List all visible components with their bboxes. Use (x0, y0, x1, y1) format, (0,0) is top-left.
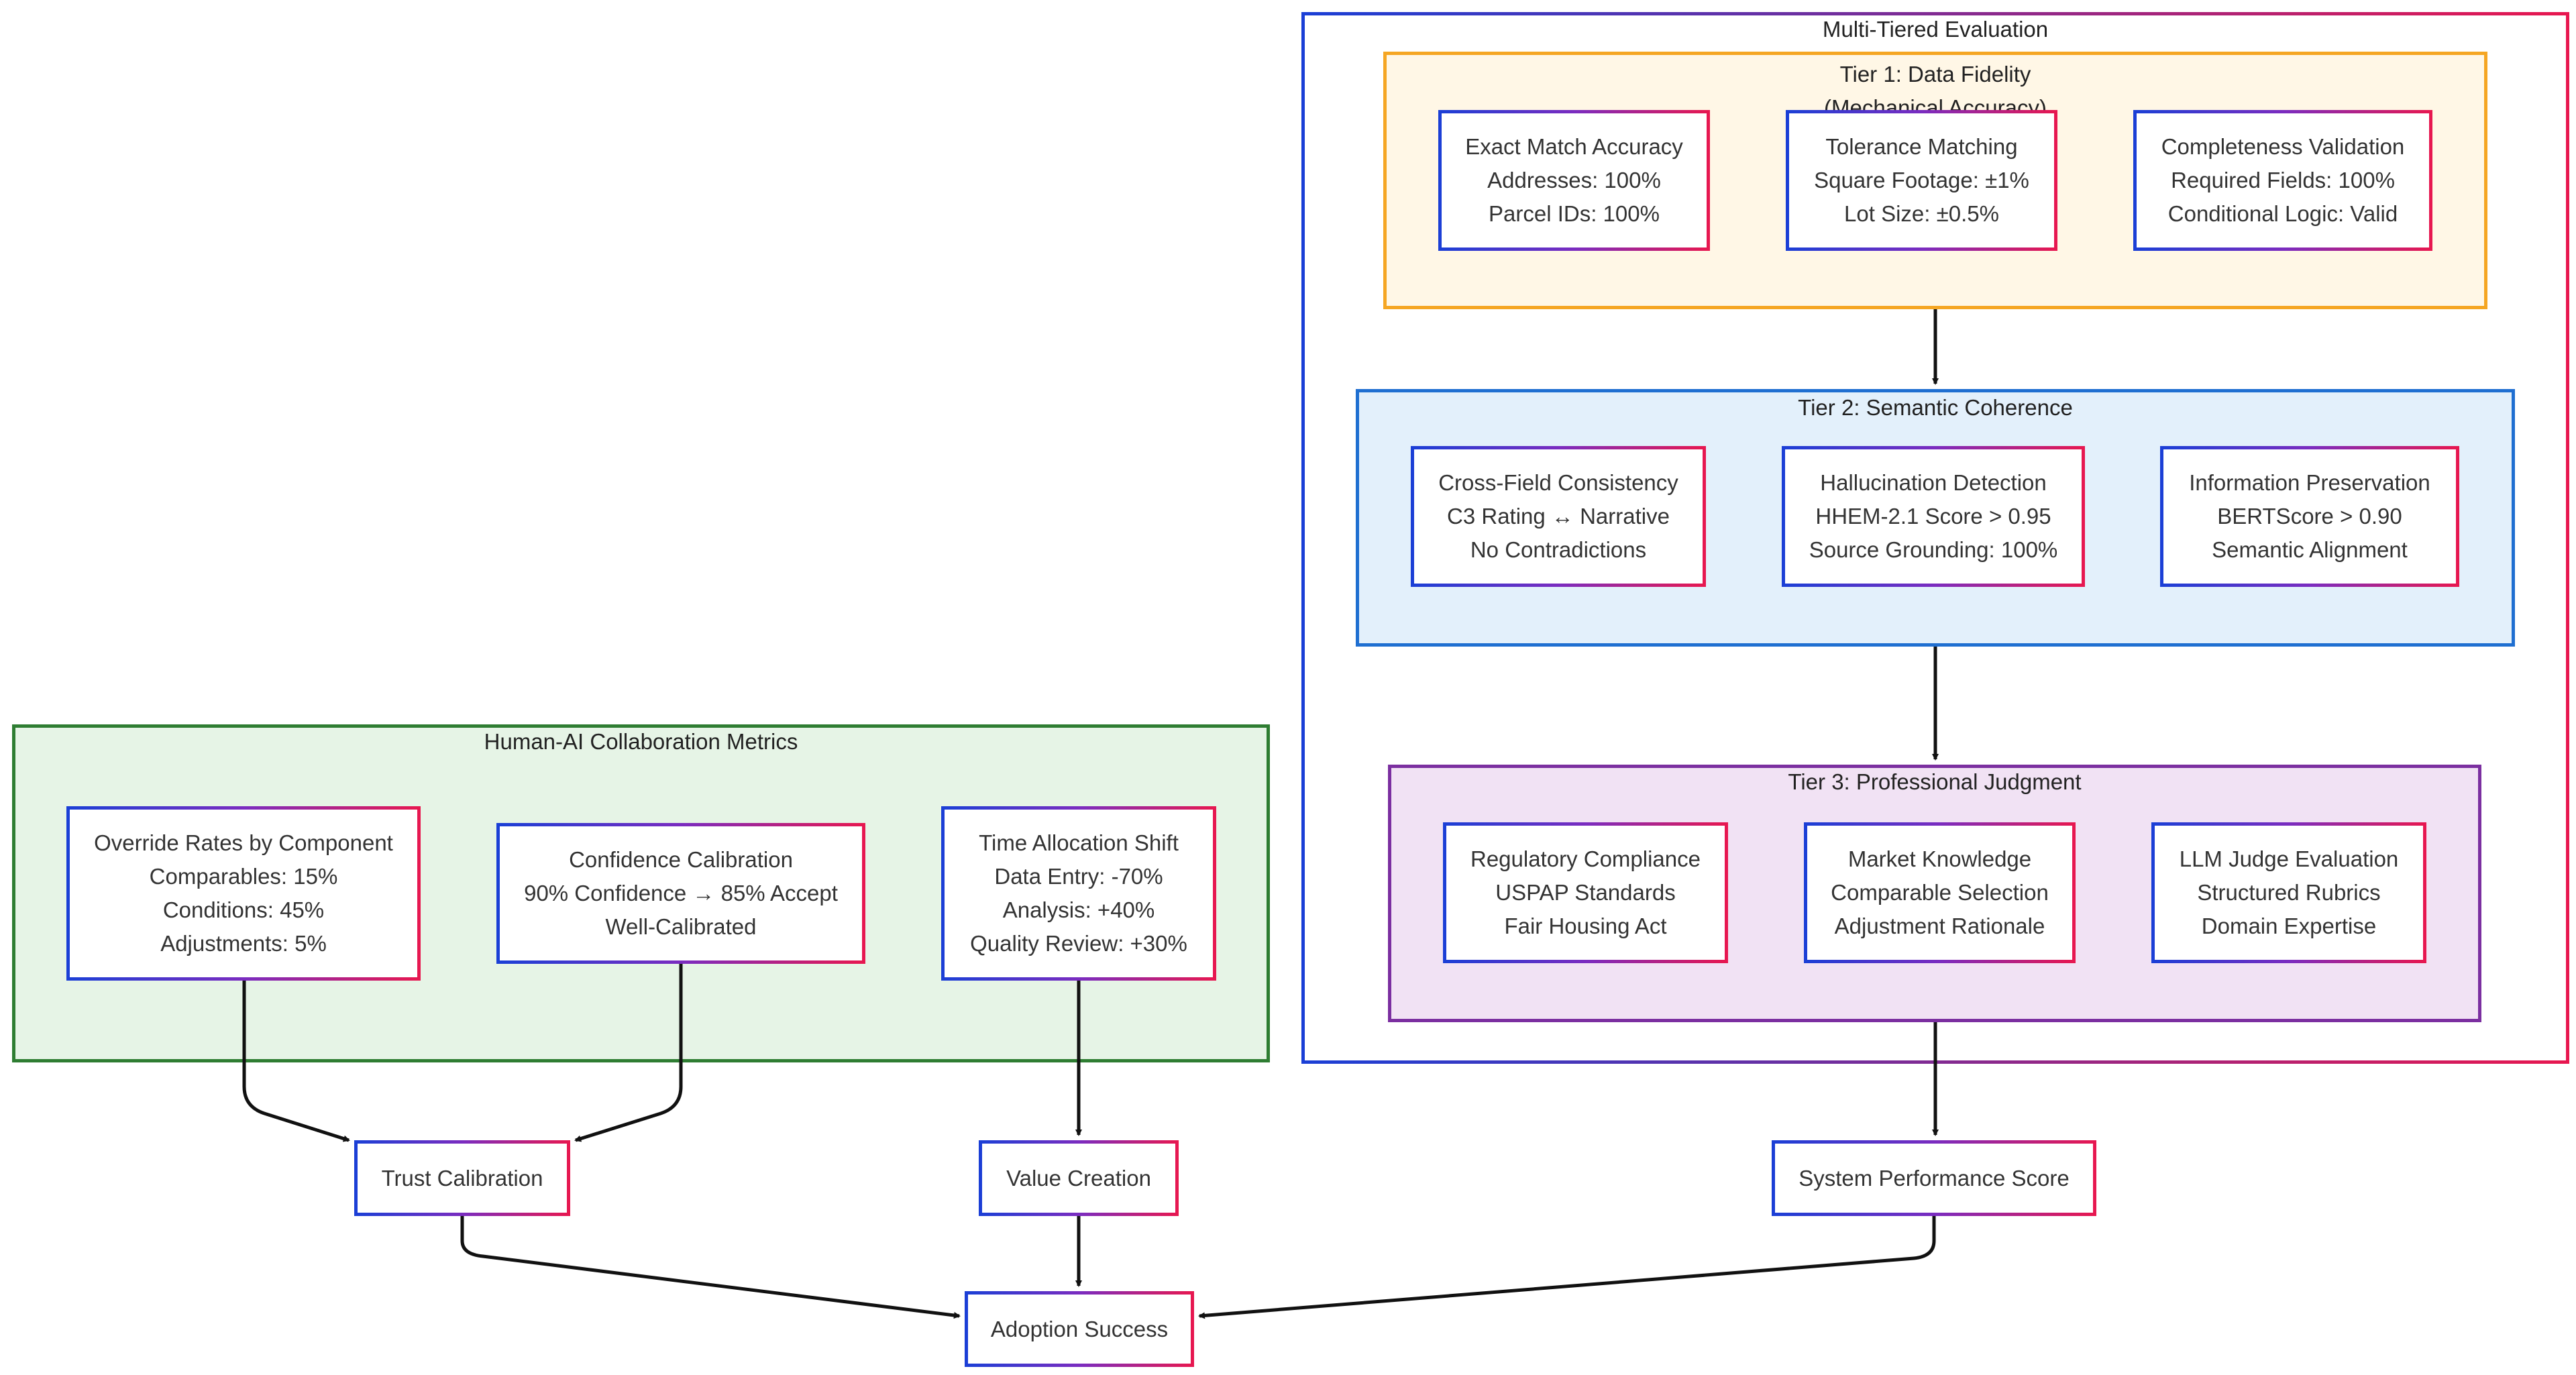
node-time-allocation-shift: Time Allocation Shift Data Entry: -70% A… (941, 806, 1216, 981)
edge-trust-to-adoption (460, 1216, 961, 1319)
node-completeness-validation: Completeness Validation Required Fields:… (2133, 110, 2432, 251)
node-information-preservation: Information Preservation BERTScore > 0.9… (2160, 446, 2459, 587)
node-value-creation: Value Creation (979, 1140, 1179, 1216)
node-tolerance-matching: Tolerance Matching Square Footage: ±1% L… (1786, 110, 2057, 251)
node-system-performance-score: System Performance Score (1772, 1140, 2096, 1216)
edge-system-to-adoption (1198, 1216, 1936, 1319)
node-hallucination-detection: Hallucination Detection HHEM-2.1 Score >… (1782, 446, 2085, 587)
node-cross-field-consistency: Cross-Field Consistency C3 Rating ↔ Narr… (1411, 446, 1706, 587)
node-regulatory-compliance: Regulatory Compliance USPAP Standards Fa… (1443, 822, 1728, 963)
cluster-title: Human-AI Collaboration Metrics (484, 729, 798, 754)
node-llm-judge-evaluation: LLM Judge Evaluation Structured Rubrics … (2151, 822, 2426, 963)
node-market-knowledge: Market Knowledge Comparable Selection Ad… (1804, 822, 2076, 963)
node-override-rates: Override Rates by Component Comparables:… (66, 806, 421, 981)
node-trust-calibration: Trust Calibration (354, 1140, 570, 1216)
cluster-title: Tier 2: Semantic Coherence (1798, 395, 2073, 420)
cluster-title: Tier 3: Professional Judgment (1788, 769, 2082, 794)
edge-confidence-to-trust (574, 964, 683, 1142)
node-confidence-calibration: Confidence Calibration 90% Confidence → … (496, 823, 865, 964)
edge-override-to-trust (242, 981, 350, 1142)
node-exact-match-accuracy: Exact Match Accuracy Addresses: 100% Par… (1438, 110, 1710, 251)
node-adoption-success: Adoption Success (965, 1291, 1194, 1367)
cluster-title: Multi-Tiered Evaluation (1822, 17, 2049, 42)
